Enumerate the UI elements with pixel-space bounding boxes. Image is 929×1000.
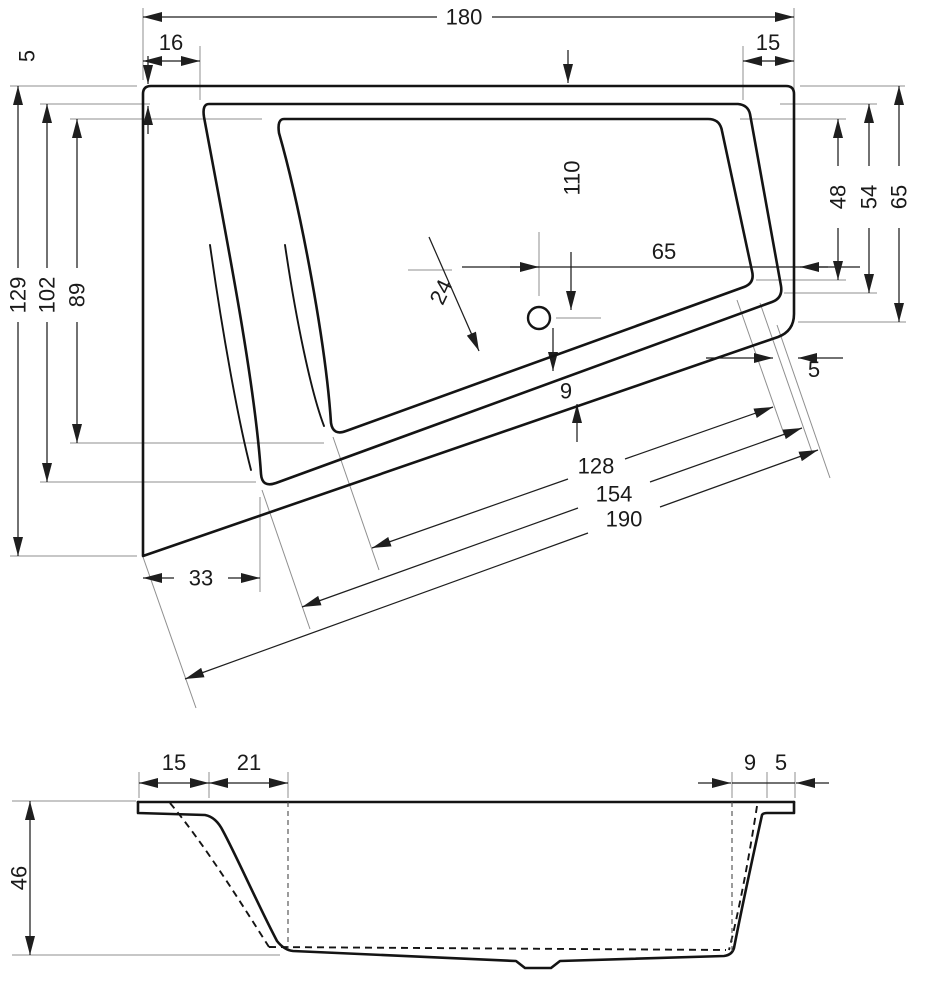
dim-label-front-edge-offset: 5 xyxy=(808,357,820,382)
dim-label-section-right-slope-run: 9 xyxy=(744,750,756,775)
dim-label-right-height-inner-rim: 54 xyxy=(857,185,882,209)
drain-circle xyxy=(526,305,552,331)
dim-label-height-basin: 89 xyxy=(65,283,90,307)
dim-label-section-depth: 46 xyxy=(7,866,32,890)
section-dimension-lines xyxy=(25,778,829,955)
dim-label-diagonal-total: 190 xyxy=(606,507,643,532)
dim-label-rim-right: 15 xyxy=(756,30,780,55)
dim-label-front-rim: 9 xyxy=(560,379,572,404)
dim-label-diagonal-inner-rim: 154 xyxy=(596,482,633,507)
tub-basin-contour xyxy=(277,117,754,434)
section-hidden-lines xyxy=(169,802,758,953)
tub-rim-inner-contour xyxy=(202,102,783,486)
dim-label-height-total: 129 xyxy=(6,277,31,314)
dim-label-width-total: 180 xyxy=(446,5,483,30)
dim-label-drain-to-basin-edge: 24 xyxy=(424,276,457,309)
dim-label-rim-left: 16 xyxy=(159,30,183,55)
dim-label-section-rim-width: 15 xyxy=(162,750,186,775)
tub-outer-contour xyxy=(141,84,796,558)
section-witness-lines xyxy=(12,772,796,956)
dim-label-corner-inset: 33 xyxy=(189,566,213,591)
section-body-outline xyxy=(136,800,796,970)
plan-view: 180 16 15 5 129 102 89 110 65 24 9 5 33 … xyxy=(6,5,912,709)
plan-dimension-lines xyxy=(13,11,904,680)
dim-label-diagonal-basin: 128 xyxy=(578,454,615,479)
dim-label-rim-top: 5 xyxy=(15,50,40,62)
basin-edge-detail-line xyxy=(284,244,325,427)
dim-label-height-inner-rim: 102 xyxy=(35,277,60,314)
dim-label-right-height-basin: 48 xyxy=(826,185,851,209)
dim-label-drain-to-right: 65 xyxy=(652,239,676,264)
plan-dimension-labels: 180 16 15 5 129 102 89 110 65 24 9 5 33 … xyxy=(6,5,912,591)
dim-label-section-right-rim-width: 5 xyxy=(775,750,787,775)
dim-label-right-height-total: 65 xyxy=(887,185,912,209)
dim-label-drain-from-left: 110 xyxy=(560,160,585,195)
rim-edge-detail-line xyxy=(209,244,252,471)
section-dimension-labels: 15 21 46 9 5 xyxy=(7,750,788,890)
section-view: 15 21 46 9 5 xyxy=(7,750,829,970)
dim-label-section-slope-run: 21 xyxy=(237,750,261,775)
